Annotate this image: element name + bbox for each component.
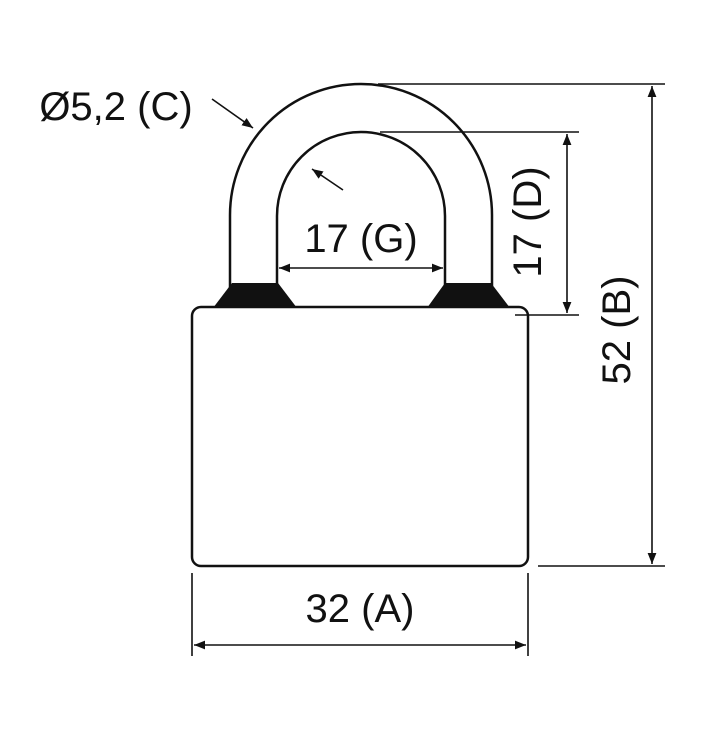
shackle [228, 82, 494, 292]
dimension-b: 52 (B) [378, 83, 665, 567]
left-collar [213, 283, 297, 308]
dimension-a: 32 (A) [191, 573, 529, 656]
dimension-g-label: 17 (G) [304, 217, 417, 261]
dimension-b-label: 52 (B) [595, 276, 639, 385]
dimension-d: 17 (D) [380, 131, 579, 316]
right-collar [427, 283, 510, 308]
lock-body [190, 305, 530, 568]
dimension-d-label: 17 (D) [506, 166, 550, 277]
dimension-a-label: 32 (A) [306, 587, 415, 631]
dimension-c-label: Ø5,2 (C) [39, 85, 192, 129]
dimension-c: Ø5,2 (C) [39, 85, 344, 191]
dimension-g: 17 (G) [279, 217, 443, 273]
